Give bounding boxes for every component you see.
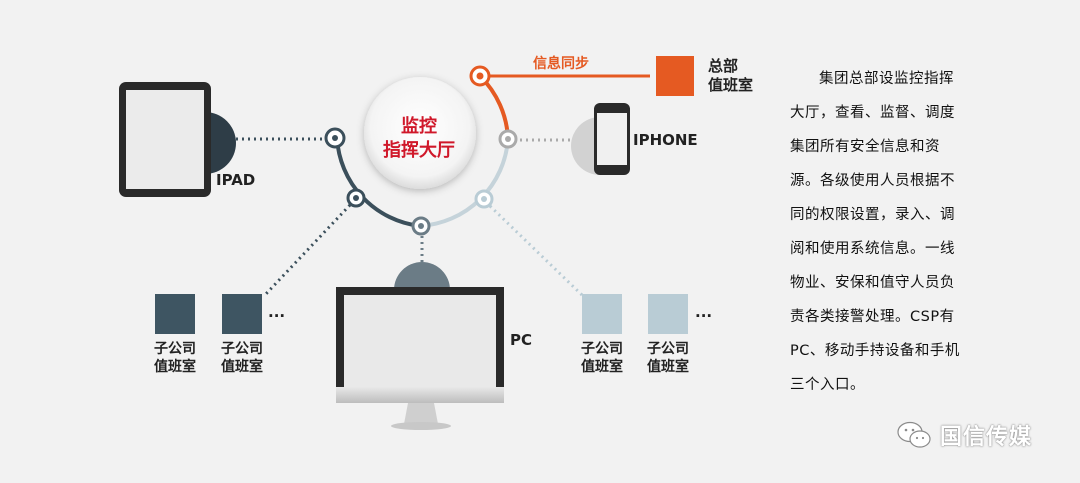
hub-label-line1: 监控 <box>401 116 437 137</box>
subsidiary-label-2-line2: 值班室 <box>221 359 263 375</box>
pc-label: PC <box>510 331 533 349</box>
brand-name: 国信传媒 <box>940 425 1033 450</box>
subsidiary-label-2-line1: 子公司 <box>221 341 263 357</box>
ring-node-hq <box>469 65 491 87</box>
ellipsis-right: ... <box>695 303 713 321</box>
ellipsis-left: ... <box>268 303 286 321</box>
subsidiary-label-1-line1: 子公司 <box>154 341 196 357</box>
subsidiary-label-4-line2: 值班室 <box>647 359 689 375</box>
iphone-halfcircle <box>571 117 600 175</box>
subsidiary-label-2: 子公司 值班室 <box>212 340 272 376</box>
connector-sub-right <box>488 204 585 298</box>
ring-node-iphone <box>498 129 518 149</box>
brand-watermark: 国信传媒 <box>896 417 1032 453</box>
iphone-label: IPHONE <box>633 131 698 149</box>
connector-sub-left <box>262 203 352 298</box>
ring-node-pc <box>411 216 431 236</box>
ipad-label: IPAD <box>216 171 256 189</box>
hq-label: 总部 值班室 <box>708 57 753 95</box>
description-text: 集团总部设监控指挥大厅，查看、监督、调度集团所有安全信息和资源。各级使用人员根据… <box>790 71 960 393</box>
hub-label-line2: 指挥大厅 <box>383 140 455 161</box>
ipad-device <box>119 82 211 197</box>
hq-box <box>656 56 694 96</box>
subsidiary-label-3-line2: 值班室 <box>581 359 623 375</box>
hq-label-line1: 总部 <box>708 57 739 75</box>
hub-label: 监控 指挥大厅 <box>364 115 474 163</box>
subsidiary-box-1 <box>155 294 195 334</box>
ring-node-sub-left <box>346 188 366 208</box>
subsidiary-box-2 <box>222 294 262 334</box>
ring-node-sub-right <box>474 189 494 209</box>
sync-label: 信息同步 <box>533 56 589 72</box>
pc-monitor <box>336 287 504 430</box>
pc-halfcircle <box>394 262 450 290</box>
subsidiary-label-4-line1: 子公司 <box>647 341 689 357</box>
subsidiary-label-3-line1: 子公司 <box>581 341 623 357</box>
subsidiary-label-1-line2: 值班室 <box>154 359 196 375</box>
subsidiary-box-4 <box>648 294 688 334</box>
subsidiary-label-3: 子公司 值班室 <box>572 340 632 376</box>
subsidiary-label-4: 子公司 值班室 <box>638 340 698 376</box>
ipad-halfcircle <box>205 112 236 174</box>
wechat-icon <box>897 421 931 448</box>
subsidiary-label-1: 子公司 值班室 <box>145 340 205 376</box>
system-diagram <box>119 56 694 430</box>
subsidiary-box-3 <box>582 294 622 334</box>
iphone-device <box>594 103 630 175</box>
hq-label-line2: 值班室 <box>708 76 754 94</box>
hub-circle <box>364 77 476 189</box>
ring-node-ipad <box>324 127 346 149</box>
